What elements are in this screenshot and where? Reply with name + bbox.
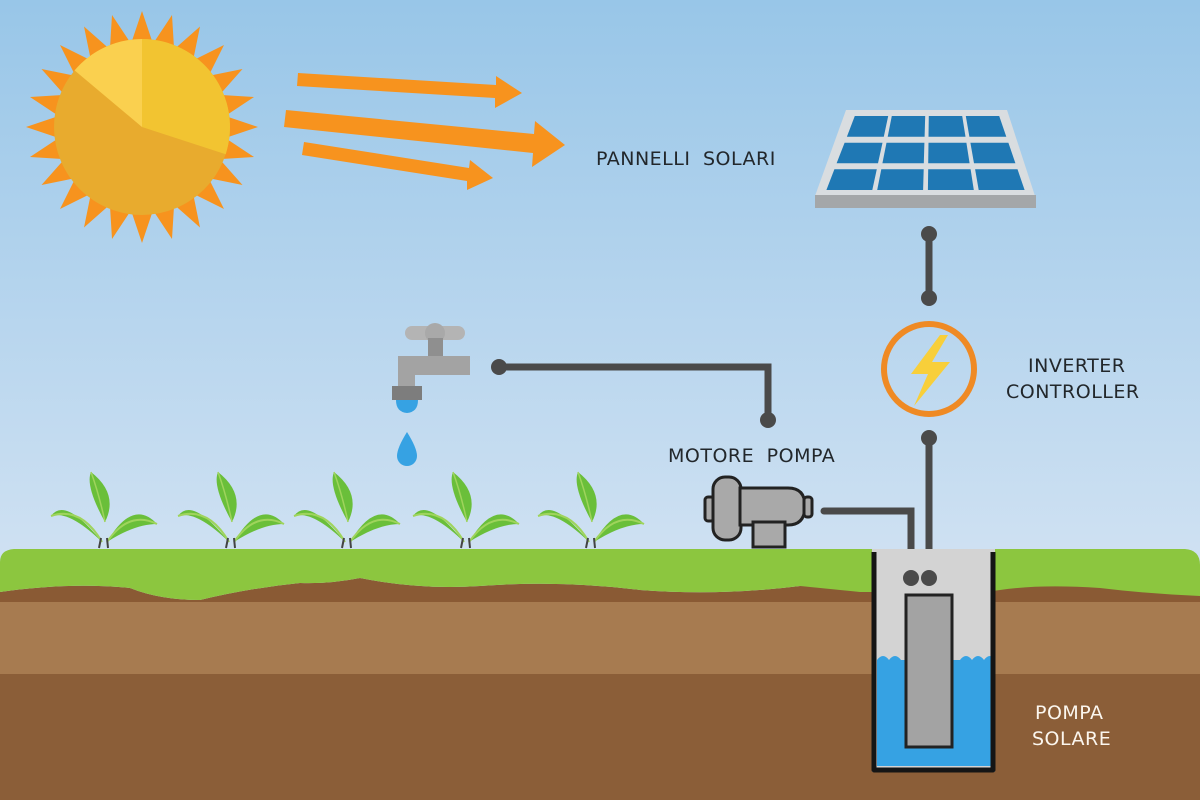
plant-icon bbox=[293, 471, 401, 549]
plants bbox=[50, 471, 645, 549]
inverter-controller-icon bbox=[881, 321, 977, 417]
plant-icon bbox=[177, 471, 285, 549]
plant-icon bbox=[412, 471, 520, 549]
motor-icon bbox=[703, 475, 814, 549]
ground bbox=[0, 549, 1200, 800]
solar-cell bbox=[975, 169, 1025, 190]
inverter-controller-label: INVERTER CONTROLLER bbox=[1006, 353, 1140, 405]
sun-icon bbox=[26, 11, 258, 243]
solar-cell bbox=[927, 169, 974, 190]
arrow-right-icon bbox=[297, 73, 522, 108]
solar-cell bbox=[826, 169, 877, 190]
solar-pump-label-line2: SOLARE bbox=[1032, 728, 1112, 750]
pump-icon bbox=[904, 593, 954, 749]
solar-cell bbox=[836, 142, 883, 164]
solar-cell bbox=[970, 142, 1016, 164]
sun-highlight-light bbox=[74, 39, 142, 127]
solar-cell bbox=[887, 116, 926, 137]
lightning-bolt-icon bbox=[911, 335, 950, 406]
solar-panel-icon bbox=[815, 110, 1036, 208]
sun-highlight bbox=[142, 39, 230, 155]
wire-nodes bbox=[491, 226, 937, 446]
soil-mid bbox=[0, 600, 1200, 674]
solar-cell bbox=[965, 116, 1007, 137]
plant-icon bbox=[537, 471, 645, 549]
solar-cell bbox=[877, 169, 924, 190]
solar-cell bbox=[882, 142, 925, 164]
well-icon bbox=[871, 549, 996, 773]
solar-pump-label-line1: POMPA bbox=[1035, 702, 1104, 724]
arrow-right-icon bbox=[302, 142, 493, 190]
plant-icon bbox=[50, 471, 158, 549]
faucet-icon bbox=[392, 323, 470, 413]
motor-pump-label: MOTORE POMPA bbox=[668, 445, 836, 467]
soil-deep bbox=[0, 673, 1200, 800]
wire-tap-motor bbox=[495, 363, 772, 424]
panel-base bbox=[815, 195, 1036, 208]
inverter-label-line1: INVERTER bbox=[1028, 355, 1126, 377]
inverter-label-line2: CONTROLLER bbox=[1006, 381, 1140, 403]
solar-cell bbox=[928, 116, 966, 137]
solar-pump-label: POMPA SOLARE bbox=[1032, 700, 1111, 752]
solar-panels-label: PANNELLI SOLARI bbox=[596, 148, 776, 170]
sun-rays bbox=[284, 73, 565, 190]
solar-cell bbox=[928, 142, 970, 164]
arrow-right-icon bbox=[284, 110, 565, 167]
solar-cell bbox=[846, 116, 889, 137]
water-drop-icon bbox=[397, 432, 417, 466]
